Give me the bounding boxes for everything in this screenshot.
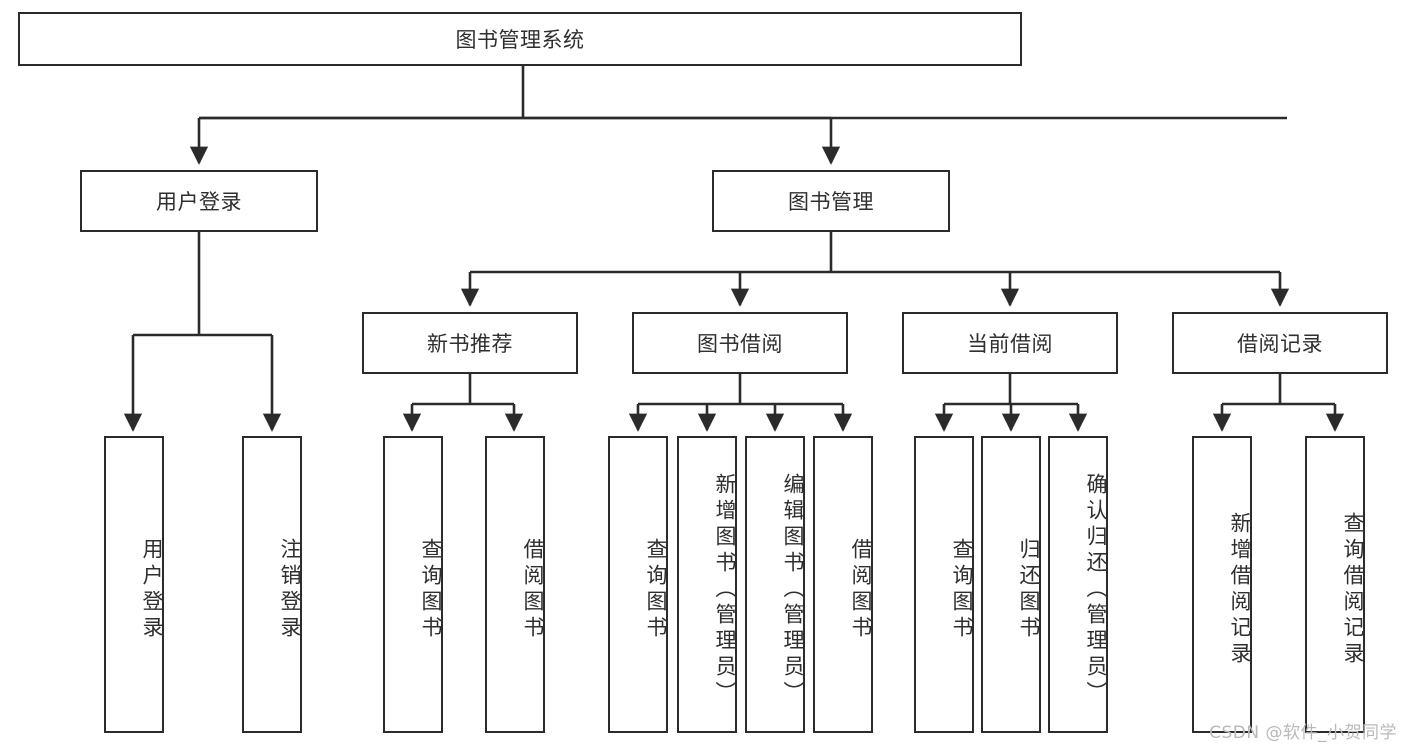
leaf-borrow-query-book-label: 查询图书 <box>644 537 668 642</box>
leaf-add-book-admin[interactable]: 新增图书（管理员） <box>677 436 737 733</box>
leaf-logout-label: 注销登录 <box>278 537 302 642</box>
node-user-login-label: 用户登录 <box>156 190 242 214</box>
leaf-confirm-return-admin[interactable]: 确认归还（管理员） <box>1048 436 1108 733</box>
leaf-new-book-query-label: 查询图书 <box>419 537 443 642</box>
node-user-login[interactable]: 用户登录 <box>80 170 318 232</box>
node-current-borrow[interactable]: 当前借阅 <box>902 312 1118 374</box>
leaf-return-book[interactable]: 归还图书 <box>981 436 1041 733</box>
node-root[interactable]: 图书管理系统 <box>18 12 1022 66</box>
leaf-edit-book-admin-label: 编辑图书（管理员） <box>781 472 805 707</box>
leaf-borrow-book[interactable]: 借阅图书 <box>813 436 873 733</box>
leaf-add-borrow-record[interactable]: 新增借阅记录 <box>1192 436 1252 733</box>
leaf-confirm-return-admin-label: 确认归还（管理员） <box>1084 472 1108 707</box>
leaf-user-login-label: 用户登录 <box>140 537 164 642</box>
node-book-borrow[interactable]: 图书借阅 <box>632 312 848 374</box>
node-borrow-record-label: 借阅记录 <box>1237 332 1323 356</box>
node-root-label: 图书管理系统 <box>455 28 585 52</box>
leaf-current-query-book[interactable]: 查询图书 <box>914 436 974 733</box>
node-borrow-record[interactable]: 借阅记录 <box>1172 312 1388 374</box>
leaf-add-book-admin-label: 新增图书（管理员） <box>713 472 737 707</box>
node-current-borrow-label: 当前借阅 <box>967 332 1053 356</box>
leaf-query-borrow-record-label: 查询借阅记录 <box>1341 511 1365 668</box>
leaf-borrow-query-book[interactable]: 查询图书 <box>608 436 668 733</box>
leaf-edit-book-admin[interactable]: 编辑图书（管理员） <box>745 436 805 733</box>
leaf-add-borrow-record-label: 新增借阅记录 <box>1228 511 1252 668</box>
leaf-new-book-query[interactable]: 查询图书 <box>383 436 443 733</box>
node-book-borrow-label: 图书借阅 <box>697 332 783 356</box>
node-new-book-recommend-label: 新书推荐 <box>427 332 513 356</box>
node-book-management-label: 图书管理 <box>788 190 874 214</box>
node-book-management[interactable]: 图书管理 <box>712 170 950 232</box>
leaf-borrow-book-label: 借阅图书 <box>849 537 873 642</box>
leaf-new-book-borrow-label: 借阅图书 <box>521 537 545 642</box>
leaf-return-book-label: 归还图书 <box>1017 537 1041 642</box>
node-new-book-recommend[interactable]: 新书推荐 <box>362 312 578 374</box>
leaf-query-borrow-record[interactable]: 查询借阅记录 <box>1305 436 1365 733</box>
leaf-current-query-book-label: 查询图书 <box>950 537 974 642</box>
watermark: CSDN @软件_小贺同学 <box>1209 723 1397 743</box>
leaf-logout[interactable]: 注销登录 <box>242 436 302 733</box>
leaf-user-login[interactable]: 用户登录 <box>104 436 164 733</box>
leaf-new-book-borrow[interactable]: 借阅图书 <box>485 436 545 733</box>
